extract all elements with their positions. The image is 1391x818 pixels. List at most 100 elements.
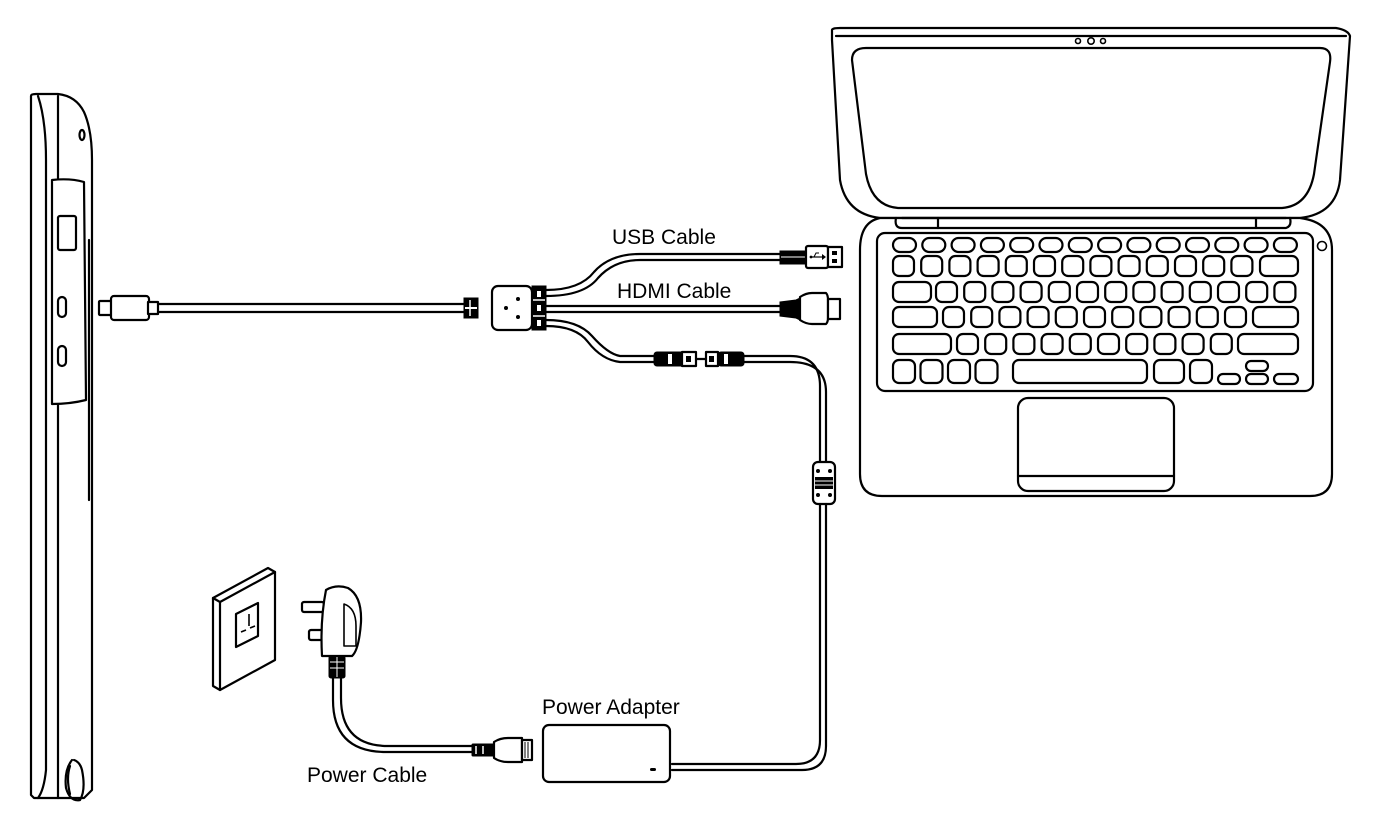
ferrite-core (811, 460, 837, 506)
power-adapter-label: Power Adapter (542, 696, 680, 719)
keyboard-key (950, 236, 976, 254)
usb-c-port-icon (56, 344, 68, 368)
keyboard-key (1155, 236, 1181, 254)
keyboard-key (891, 358, 917, 385)
keyboard-key (948, 254, 972, 278)
keyboard-key (1244, 372, 1270, 386)
keyboard-key (919, 358, 944, 385)
keyboard-key (1111, 305, 1135, 329)
keyboard-key (891, 280, 933, 304)
power-cable (300, 585, 534, 764)
keyboard-key (955, 332, 980, 356)
keyboard-key (1004, 254, 1028, 278)
power-adapter (541, 723, 672, 784)
keyboard-key (998, 305, 1022, 329)
wall-socket (211, 566, 277, 692)
keyboard-key (1054, 305, 1078, 329)
keyboard-key (1068, 332, 1092, 356)
keyboard-key (1167, 305, 1191, 329)
keyboard-key (1236, 332, 1300, 356)
keyboard-key (941, 305, 966, 329)
keyboard-key (984, 332, 1008, 356)
pen-display-button (56, 214, 78, 252)
keyboard-key (1216, 280, 1241, 304)
laptop-screen (850, 46, 1332, 210)
keyboard-key (1209, 332, 1233, 356)
keyboard-key (1026, 305, 1050, 329)
dc-power-cable (544, 318, 837, 772)
keyboard-key (1230, 254, 1254, 278)
keyboard-key (891, 236, 918, 254)
main-cable (156, 302, 466, 314)
keyboard-key (1245, 280, 1269, 304)
cable-splitter-hub (463, 284, 547, 332)
keyboard-key (1082, 305, 1107, 329)
keyboard-key (1096, 236, 1123, 254)
pen-display (29, 92, 94, 802)
keyboard-key (921, 236, 947, 254)
keyboard-key (979, 236, 1006, 254)
keyboard-key (1188, 280, 1212, 304)
keyboard-key (1011, 358, 1149, 385)
keyboard-key (934, 280, 959, 304)
keyboard-key (1117, 254, 1141, 278)
keyboard-key (1195, 305, 1219, 329)
hdmi-cable (544, 291, 842, 326)
webcam-icon (1074, 36, 1107, 45)
keyboard (875, 231, 1315, 393)
keyboard-key (1145, 254, 1169, 278)
keyboard-key (1075, 280, 1100, 304)
laptop-base (858, 216, 1334, 498)
keyboard-key (1126, 236, 1152, 254)
keyboard-key (1139, 305, 1163, 329)
keyboard-key (1216, 372, 1242, 386)
keyboard-key (1104, 280, 1128, 304)
keyboard-key (1019, 280, 1043, 304)
keyboard-key (1243, 236, 1269, 254)
keyboard-key (1184, 236, 1211, 254)
keyboard-key (1272, 372, 1300, 386)
keyboard-key (1032, 254, 1057, 278)
keyboard-key (1181, 332, 1205, 356)
keyboard-key (1125, 332, 1149, 356)
keyboard-key (1061, 254, 1085, 278)
uk-plug (300, 585, 363, 679)
keyboard-key (1272, 236, 1299, 254)
keyboard-keys (891, 236, 1300, 386)
keyboard-key (946, 358, 972, 385)
usb-symbol-icon (809, 252, 826, 260)
keyboard-key (1040, 332, 1064, 356)
keyboard-key (1188, 358, 1214, 385)
keyboard-key (1214, 236, 1240, 254)
keyboard-key (974, 358, 999, 385)
keyboard-key (1038, 236, 1064, 254)
keyboard-key (1223, 305, 1248, 329)
keyboard-key (1132, 280, 1156, 304)
keyboard-key (1173, 254, 1198, 278)
keyboard-key (1012, 332, 1036, 356)
keyboard-key (1202, 254, 1226, 278)
keyboard-key (920, 254, 944, 278)
keyboard-key (1153, 332, 1177, 356)
keyboard-key (970, 305, 994, 329)
usb-c-connector (97, 294, 160, 322)
keyboard-key (1273, 280, 1297, 304)
keyboard-key (891, 254, 916, 278)
keyboard-key (1089, 254, 1113, 278)
usb-cable (544, 244, 844, 298)
keyboard-key (1067, 236, 1093, 254)
keyboard-key (976, 254, 1000, 278)
hdmi-cable-label: HDMI Cable (617, 280, 731, 303)
keyboard-key (1251, 305, 1300, 329)
keyboard-key (963, 280, 987, 304)
keyboard-key (1009, 236, 1035, 254)
keyboard-key (1047, 280, 1071, 304)
trackpad (1016, 396, 1176, 493)
keyboard-key (891, 332, 953, 356)
power-cable-label: Power Cable (307, 764, 427, 787)
keyboard-key (1258, 254, 1300, 278)
usb-cable-label: USB Cable (612, 226, 716, 249)
laptop (830, 26, 1352, 498)
laptop-lid (830, 26, 1352, 220)
